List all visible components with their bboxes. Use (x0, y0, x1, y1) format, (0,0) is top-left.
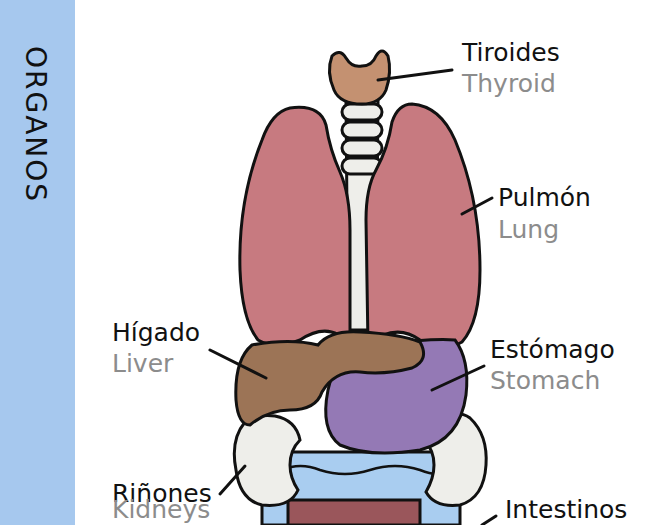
leader-line (432, 366, 484, 390)
left-lung (240, 107, 350, 345)
left-kidney (234, 416, 300, 506)
spanish-label: Pulmón (498, 184, 591, 212)
leader-line (378, 70, 452, 80)
large-intestine-inner (288, 500, 420, 525)
side-band (0, 0, 75, 525)
leader-line (462, 198, 492, 214)
leader-line (220, 466, 245, 494)
right-lung (366, 104, 480, 347)
english-label: Liver (112, 350, 173, 378)
english-label: Kidneys (112, 496, 210, 524)
spanish-label: Estómago (490, 336, 615, 364)
spanish-label: Intestinos (505, 496, 627, 524)
leader-line (210, 350, 266, 378)
thyroid (329, 51, 389, 104)
band-title: ORGANOS (20, 45, 53, 202)
spanish-label: Tiroides (462, 39, 560, 67)
english-label: Thyroid (462, 70, 556, 98)
leader-line (482, 516, 496, 525)
english-label: Lung (498, 216, 559, 244)
spanish-label: Hígado (112, 319, 200, 347)
english-label: Stomach (490, 367, 600, 395)
intestine-fold (282, 466, 448, 474)
